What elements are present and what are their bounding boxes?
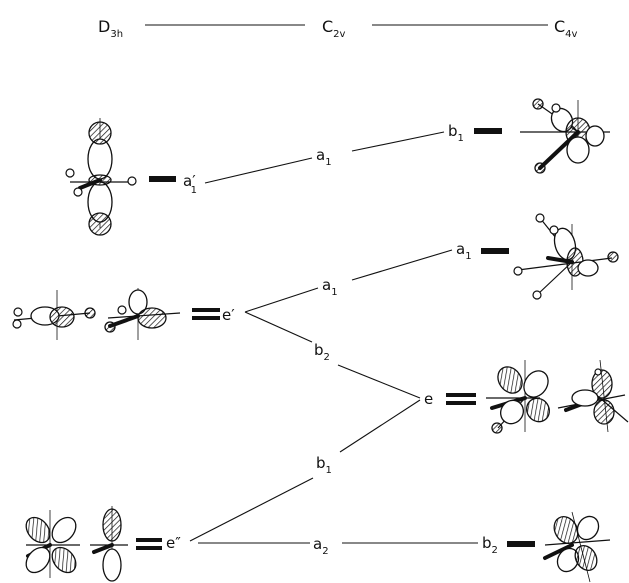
d3h-eprime-orbital-icon-2 — [104, 288, 181, 340]
correlation-b1-to-edoubleprime — [189, 477, 314, 542]
c4v-e-label: e — [424, 390, 433, 408]
c4v-b2-label: b2 — [482, 534, 498, 556]
c4v-a1-orbital-icon — [513, 213, 619, 300]
correlation-a1-to-a1 — [351, 249, 453, 281]
correlation-a1-to-b1 — [351, 131, 445, 152]
c4v-e-level-bar-2 — [446, 401, 476, 405]
c2v-header: C2v — [322, 17, 346, 40]
c2v-a1-lower-label: a1 — [322, 276, 338, 298]
d3h-edoubleprime-orbital-icon-1 — [25, 510, 80, 578]
c4v-header: C4v — [554, 17, 578, 40]
correlation-a1prime-to-a1 — [204, 157, 313, 184]
c4v-e-orbital-icon-2 — [557, 359, 629, 433]
c4v-a1-label: a1 — [456, 240, 472, 262]
correlation-eprime-to-a1 — [244, 287, 319, 313]
c4v-e-level-bar-1 — [446, 393, 476, 397]
d3h-edoubleprime-level-bar-2 — [136, 546, 162, 550]
c2v-a1-upper-label: a1 — [316, 146, 332, 168]
c4v-b1-label: b1 — [448, 122, 464, 144]
d3h-edoubleprime-label: e″ — [166, 534, 181, 552]
c4v-a1-level-bar — [481, 248, 509, 254]
c4v-b1-orbital-icon — [520, 98, 610, 174]
c2v-b1-label: b1 — [316, 454, 332, 476]
c4v-e-orbital-icon-1 — [486, 360, 550, 434]
d3h-header: D3h — [98, 17, 123, 40]
d3h-eprime-label: e′ — [222, 306, 235, 324]
c2v-a2-label: a2 — [313, 535, 329, 557]
d3h-eprime-level-bar-1 — [192, 308, 220, 312]
d3h-eprime-orbital-icon-1 — [12, 290, 96, 340]
d3h-eprime-level-bar-2 — [192, 316, 220, 320]
c4v-b2-orbital-icon — [543, 511, 611, 583]
c2v-b2-label: b2 — [314, 341, 330, 363]
correlation-eprime-to-b2 — [244, 311, 313, 343]
d3h-a1prime-label: a′1 — [183, 172, 197, 196]
d3h-edoubleprime-level-bar-1 — [136, 538, 162, 542]
correlation-b2-to-e — [337, 364, 421, 399]
c4v-b2-level-bar — [507, 541, 535, 547]
correlation-e-to-b1 — [339, 399, 421, 453]
d3h-a1prime-level-bar — [149, 176, 176, 182]
d3h-edoubleprime-orbital-icon-2 — [90, 506, 128, 582]
d3h-a1prime-orbital-icon — [65, 118, 137, 236]
c4v-b1-level-bar — [474, 128, 502, 134]
